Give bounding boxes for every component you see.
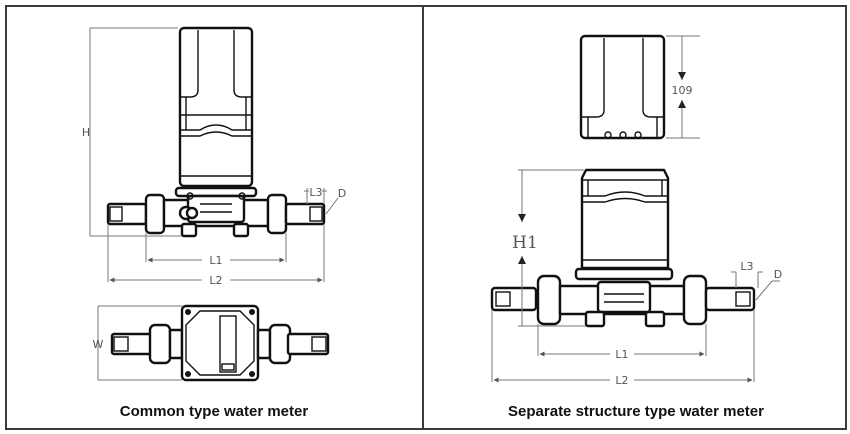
panel-divider bbox=[422, 5, 424, 428]
common-meter-dimensions: H L1 L2 L3 D bbox=[82, 27, 346, 287]
separate-meter-dimensions: H1 L1 L2 L3 D bbox=[491, 169, 782, 387]
register-housing bbox=[178, 26, 254, 188]
dim-label-w: W bbox=[93, 338, 104, 351]
caption-separate-structure: Separate structure type water meter bbox=[508, 403, 764, 420]
dim-label-l2-right: L2 bbox=[615, 374, 628, 387]
dim-label-l1: L1 bbox=[209, 254, 222, 267]
dim-label-h: H bbox=[82, 126, 90, 139]
caption-common-type: Common type water meter bbox=[119, 403, 309, 420]
common-meter-top-view: W bbox=[93, 304, 330, 382]
dim-label-l3: L3 bbox=[309, 186, 322, 199]
dim-label-l1-right: L1 bbox=[615, 348, 628, 361]
detached-register-view: 109 bbox=[579, 34, 700, 140]
separate-meter-side-view bbox=[490, 168, 756, 328]
common-meter-side-view bbox=[106, 26, 326, 238]
dim-label-109: 109 bbox=[672, 84, 693, 97]
dim-label-h1: H1 bbox=[512, 233, 538, 253]
outlet-pipe bbox=[284, 202, 326, 226]
dim-label-d: D bbox=[338, 187, 346, 200]
figure-frame bbox=[5, 5, 847, 430]
dim-label-l3-right: L3 bbox=[740, 260, 753, 273]
dim-label-l2: L2 bbox=[209, 274, 222, 287]
dim-label-d-right: D bbox=[774, 268, 782, 281]
